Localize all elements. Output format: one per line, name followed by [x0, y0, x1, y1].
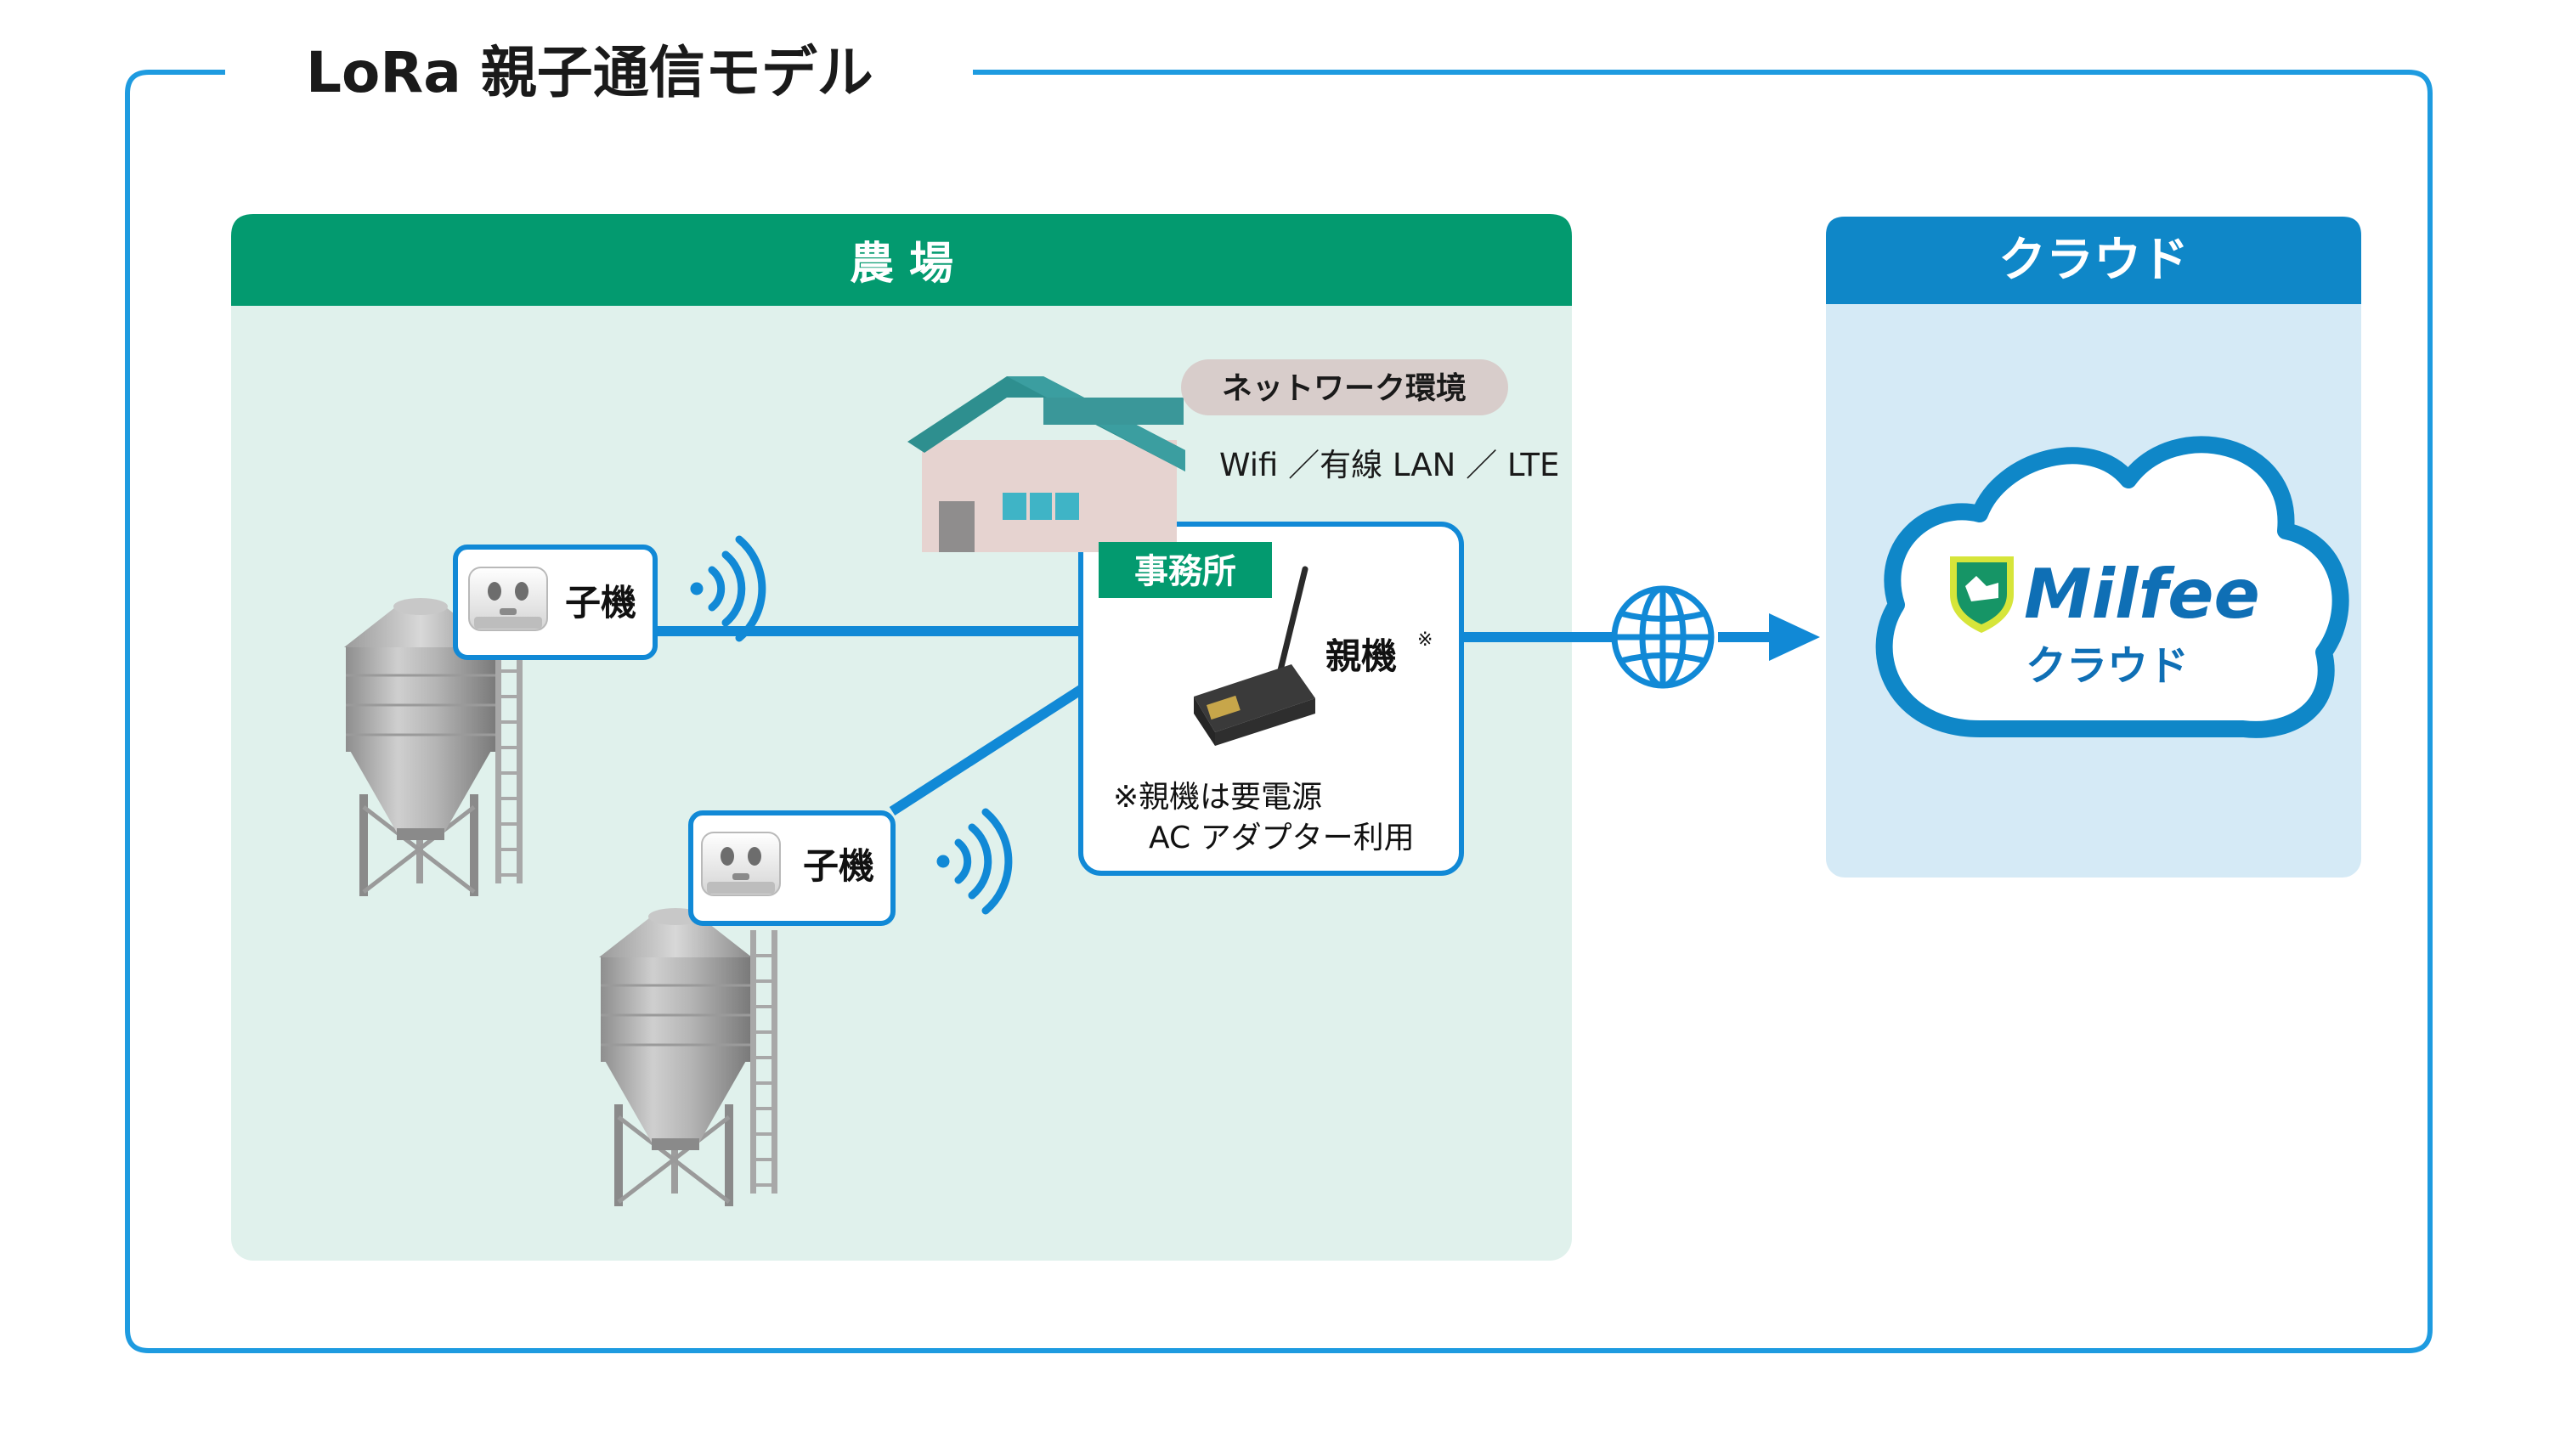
farm-header [231, 214, 1572, 306]
office-note-line2: AC アダプター利用 [1149, 821, 1415, 855]
parent-unit-mark: ※ [1417, 629, 1433, 651]
office-note-line1: ※親機は要電源 [1113, 780, 1322, 815]
cloud-header [1826, 217, 2361, 304]
gateway-icon [1194, 566, 1315, 746]
cloud-header-label: クラウド [1998, 233, 2189, 288]
arrow-right-icon [1718, 613, 1820, 661]
child-unit-label-2: 子機 [803, 845, 874, 887]
sensor-icon [468, 567, 548, 631]
sensor-icon [701, 832, 781, 896]
network-types: Wifi ／有線 LAN ／ LTE [1219, 447, 1559, 483]
network-env-pill [1181, 359, 1508, 415]
office-label: 事務所 [1134, 552, 1236, 591]
diagram-title: LoRa 親子通信モデル [306, 40, 873, 105]
farm-zone [231, 214, 1572, 1261]
globe-icon [1611, 585, 1715, 689]
milfee-logo-text: Milfee [2024, 555, 2260, 634]
office-label-tab [1099, 542, 1272, 598]
outer-frame [125, 70, 2433, 1353]
parent-unit-label: 親機 [1325, 635, 1397, 677]
farm-header-label: 農 場 [850, 239, 953, 290]
network-env-label: ネットワーク環境 [1222, 371, 1467, 406]
barn-icon [907, 376, 1185, 552]
milfee-shield-icon [1950, 556, 2014, 633]
link-child2-office [889, 683, 1087, 816]
child-unit-label-1: 子機 [565, 582, 636, 624]
cloud-icon [1875, 436, 2349, 738]
milfee-cloud-label: クラウド [2026, 642, 2189, 690]
